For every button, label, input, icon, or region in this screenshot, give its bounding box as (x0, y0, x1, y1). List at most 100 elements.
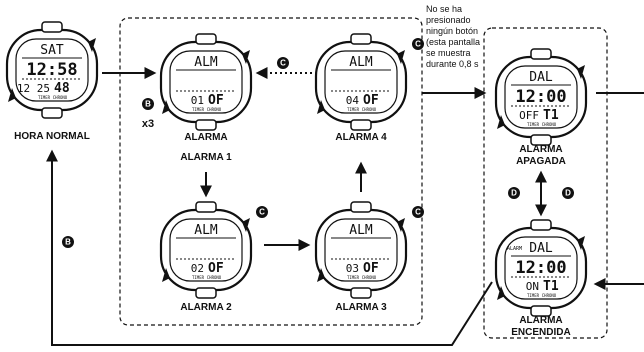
legend-timer: TIMER (527, 293, 540, 298)
watch-lug-bottom (530, 305, 552, 317)
caption-alarma-1: ALARMA 1 (180, 152, 232, 163)
button-marker-right (242, 50, 250, 64)
button-marker-right (577, 65, 585, 79)
button-d-badge-right: D (562, 187, 574, 199)
lcd-sub-text: 01 (191, 94, 204, 107)
lcd-top-text: ALM (194, 55, 218, 70)
lcd-top-text: ALM (349, 223, 373, 238)
watch-bezel (504, 65, 578, 129)
legend-timer: TIMER (347, 275, 360, 280)
button-c-badge-dotted: C (277, 57, 289, 69)
legend-timer: TIMER (192, 107, 205, 112)
svg-text:No se ha: No se ha (426, 4, 462, 14)
lcd-sub-text: 04 (346, 94, 360, 107)
watch-bezel (504, 236, 578, 300)
button-c-badge-alarm2: C (256, 206, 268, 218)
caption-alarma-encendida-1: ALARMA (519, 315, 562, 326)
caption-alarma-2: ALARMA 2 (180, 302, 232, 313)
lcd-sub2-text: OF (363, 93, 379, 108)
button-marker-right (88, 38, 96, 52)
button-d-badge-left: D (508, 187, 520, 199)
legend-timer: TIMER (527, 122, 540, 127)
button-marker-left (317, 100, 325, 114)
caption-alarma-apagada-1: ALARMA (519, 144, 562, 155)
lcd-sub2-text: OF (363, 261, 379, 276)
button-marker-left (8, 88, 16, 102)
button-c-badge-alarm3: C (412, 206, 424, 218)
button-marker-left (317, 268, 325, 282)
watch-lug-bottom (41, 107, 63, 119)
watch-lug-top (350, 33, 372, 45)
lcd-sub2-text: T1 (543, 108, 559, 123)
legend-chrono: CHRONO (362, 275, 377, 280)
button-marker-right (397, 50, 405, 64)
svg-text:B: B (65, 238, 71, 247)
svg-text:B: B (145, 100, 151, 109)
lcd-main-text: 12:00 (515, 258, 566, 278)
lcd-top-text: ALM (194, 223, 218, 238)
button-marker-left (497, 286, 505, 300)
watch-lug-top (195, 33, 217, 45)
caption-hora-normal: HORA NORMAL (14, 131, 90, 142)
watch-lug-bottom (350, 119, 372, 131)
lcd-main-text: 12:00 (515, 87, 566, 107)
caption-alarma-3: ALARMA 3 (335, 302, 387, 313)
button-marker-right (397, 218, 405, 232)
caption-alarma-encendida-2: ENCENDIDA (511, 327, 570, 338)
watch-lug-top (195, 201, 217, 213)
watch-lug-top (41, 21, 63, 33)
watch-lug-top (530, 219, 552, 231)
button-marker-left (162, 268, 170, 282)
button-b-badge-return: B (62, 236, 74, 248)
lcd-sub-text: 02 (191, 262, 204, 275)
lcd-top-text: ALM (349, 55, 373, 70)
button-marker-right (577, 236, 585, 250)
lcd-sub2-text: OF (208, 261, 224, 276)
svg-text:C: C (415, 208, 421, 217)
watch-bezel (15, 38, 89, 102)
legend-chrono: CHRONO (542, 122, 557, 127)
lcd-sub2-text: 48 (54, 81, 70, 96)
button-marker-left (497, 115, 505, 129)
button-c-badge-alarm4: C (412, 38, 424, 50)
watch-bezel (324, 50, 398, 114)
lcd-sub2-text: T1 (543, 279, 559, 294)
legend-timer: TIMER (192, 275, 205, 280)
legend-chrono: CHRONO (53, 95, 68, 100)
lcd-sub-text: ON (526, 280, 539, 293)
legend-chrono: CHRONO (542, 293, 557, 298)
svg-text:(esta pantalla: (esta pantalla (426, 37, 480, 47)
button-b-badge-alarm1: B (142, 98, 154, 110)
caption-alarma-apagada-2: APAGADA (516, 156, 566, 167)
no-button-note: No se ha presionado ningún botón (esta p… (426, 4, 480, 69)
lcd-top-text: DAL (529, 241, 553, 256)
watch-lug-bottom (530, 134, 552, 146)
svg-text:durante 0,8 s: durante 0,8 s (426, 59, 479, 69)
svg-text:C: C (415, 40, 421, 49)
watch-lug-bottom (350, 287, 372, 299)
button-marker-left (162, 100, 170, 114)
lcd-main-text: 12:58 (26, 60, 77, 80)
svg-text:presionado: presionado (426, 15, 471, 25)
svg-text:ningún botón: ningún botón (426, 26, 478, 36)
svg-text:C: C (259, 208, 265, 217)
return-path-to-normal (46, 149, 493, 346)
lcd-top-text: SAT (40, 43, 64, 58)
lcd-top-text: DAL (529, 70, 553, 85)
legend-chrono: CHRONO (362, 107, 377, 112)
watch-lug-bottom (195, 287, 217, 299)
legend-timer: TIMER (347, 107, 360, 112)
legend-chrono: CHRONO (207, 275, 222, 280)
watch-lug-top (530, 48, 552, 60)
watch-bezel (169, 218, 243, 282)
legend-chrono: CHRONO (207, 107, 222, 112)
watch-bezel (169, 50, 243, 114)
svg-text:D: D (565, 189, 571, 198)
svg-text:se muestra: se muestra (426, 48, 471, 58)
